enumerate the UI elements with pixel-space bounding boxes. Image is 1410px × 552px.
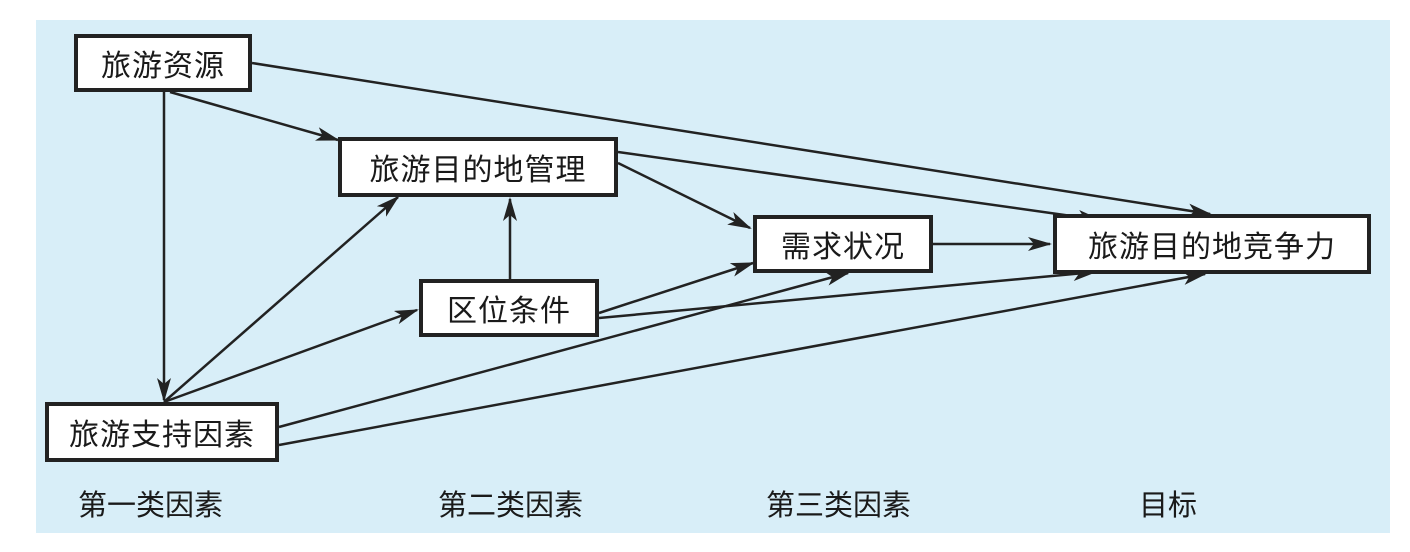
edge-support-to-demand [278,271,850,429]
node-competitiveness: 旅游目的地竞争力 [1053,214,1371,274]
edge-location-to-competitiveness [598,267,1097,320]
edge-destination-management-to-competitiveness [617,150,1102,224]
node-demand: 需求状况 [753,215,933,273]
node-support: 旅游支持因素 [45,402,279,462]
edge-resources-to-destination-management [169,90,340,142]
category-label-second: 第二类因素 [438,488,584,522]
node-resources: 旅游资源 [74,34,252,92]
category-label-goal: 目标 [1139,488,1198,522]
node-location: 区位条件 [419,279,599,337]
edge-resources-to-competitiveness [251,61,1212,218]
node-destination-management: 旅游目的地管理 [338,137,618,197]
category-label-third: 第三类因素 [766,488,912,522]
edge-support-to-destination-management [163,195,400,403]
edge-support-to-competitiveness [278,271,1207,447]
edge-support-to-location [163,308,419,404]
category-label-first: 第一类因素 [78,488,224,522]
edge-location-to-demand [598,261,755,315]
edge-destination-management-to-demand [617,161,752,230]
